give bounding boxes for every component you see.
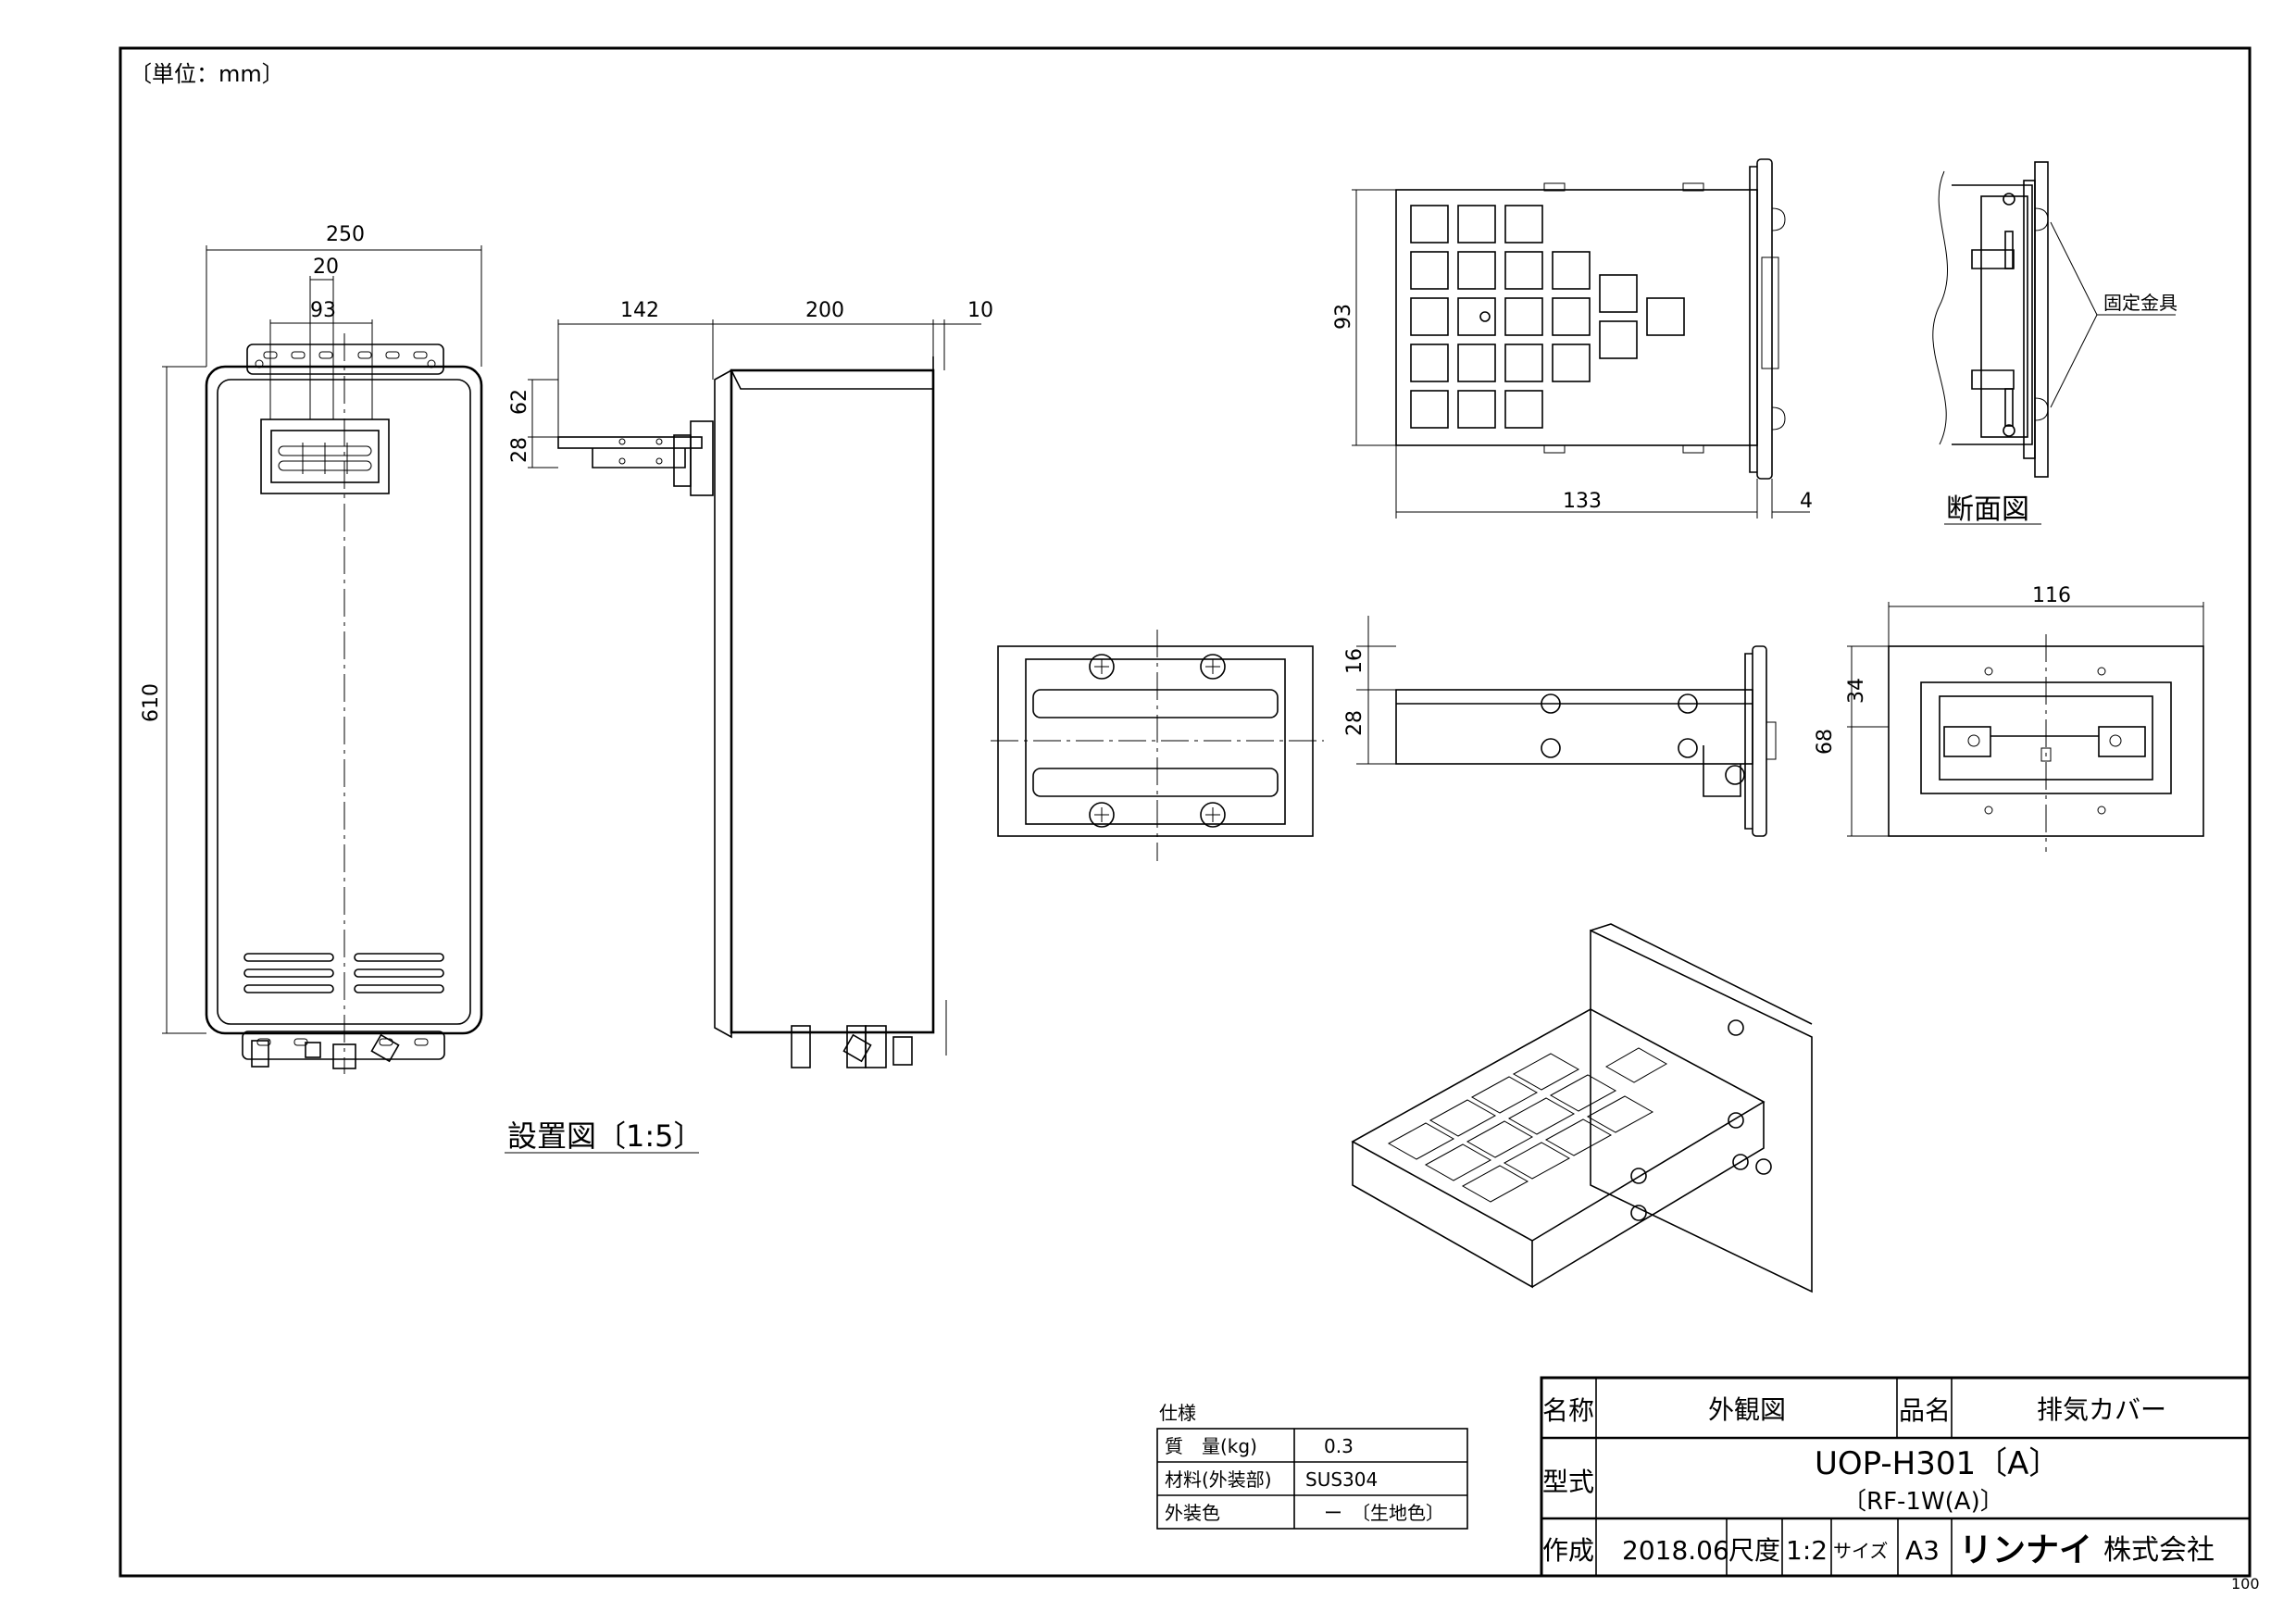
spec-table: 仕様 質 量(kg) 0.3 材料(外装部) SUS304 外装色 ー 〔生地色… — [1156, 1402, 1468, 1530]
unit-note: 〔単位：mm〕 — [130, 61, 284, 87]
created-value: 2018.06 — [1622, 1535, 1729, 1566]
dim-top-depth: 133 — [1563, 490, 1602, 513]
dim-side-h2: 28 — [508, 437, 531, 463]
dim-side-body: 200 — [805, 299, 844, 322]
spec-table-title: 仕様 — [1159, 1402, 1196, 1424]
scale-label: 尺度 — [1728, 1535, 1780, 1566]
sheet-number: 100 — [2231, 1575, 2260, 1593]
product-value: 排気カバー — [2037, 1394, 2166, 1425]
name-label: 名称 — [1542, 1395, 1594, 1426]
title-block: 名称 外観図 品名 排気カバー 型式 UOP-H301〔A〕 〔RF-1W(A)… — [1540, 1376, 2252, 1578]
dim-front-small-h1: 34 — [1845, 678, 1868, 704]
size-label: サイズ — [1833, 1540, 1888, 1562]
company-logo: リンナイ — [1959, 1531, 2092, 1569]
install-view-title: 設置図〔1:5〕 — [507, 1118, 704, 1154]
dim-front-small-w: 116 — [2032, 584, 2071, 607]
dim-side-h1: 62 — [508, 389, 531, 415]
drawing-frame — [119, 46, 2252, 1578]
dim-side-small-h2: 28 — [1343, 710, 1366, 736]
spec-row-value: 0.3 — [1324, 1435, 1354, 1457]
dim-front-width: 250 — [326, 223, 365, 246]
spec-row-value: ー 〔生地色〕 — [1324, 1502, 1444, 1524]
isometric-view — [1351, 923, 1813, 1293]
section-view: 固定金具 断面図 — [1932, 161, 2177, 526]
cover-plan-view — [991, 630, 1324, 861]
created-label: 作成 — [1542, 1535, 1594, 1566]
size-value: A3 — [1905, 1535, 1940, 1566]
dim-front-inner: 20 — [313, 256, 339, 279]
model-sub: 〔RF-1W(A)〕 — [1842, 1488, 2004, 1516]
dim-front-height: 610 — [140, 683, 163, 722]
model-value: UOP-H301〔A〕 — [1815, 1445, 2060, 1482]
dim-top-plate: 4 — [1800, 490, 1813, 513]
scale-value: 1:2 — [1786, 1535, 1828, 1566]
dim-front-bracket: 93 — [310, 299, 336, 322]
spec-row-label: 外装色 — [1165, 1502, 1220, 1524]
dim-side-offset: 10 — [967, 299, 993, 322]
dim-side-small-h1: 16 — [1343, 648, 1366, 674]
company-suffix: 株式会社 — [2103, 1534, 2215, 1567]
model-label: 型式 — [1542, 1467, 1594, 1497]
section-view-title: 断面図 — [1946, 493, 2029, 526]
product-label: 品名 — [1899, 1395, 1951, 1426]
front-view-heater: 250 20 93 610 — [140, 223, 483, 1074]
dim-front-small-h2: 68 — [1814, 729, 1837, 755]
dim-top-height: 93 — [1332, 304, 1355, 330]
name-value: 外観図 — [1708, 1394, 1786, 1425]
spec-row-label: 質 量(kg) — [1165, 1435, 1257, 1457]
cover-front-view: 116 34 68 — [1814, 584, 2204, 852]
dim-side-depth: 142 — [620, 299, 659, 322]
side-view-heater: 142 200 10 62 28 — [508, 299, 993, 1068]
cover-side-view: 16 28 — [1343, 616, 1777, 837]
fixing-label: 固定金具 — [2103, 292, 2177, 314]
top-view-grille: 93 133 4 — [1332, 158, 1813, 518]
spec-row-value: SUS304 — [1305, 1468, 1378, 1491]
spec-row-label: 材料(外装部) — [1165, 1468, 1272, 1491]
